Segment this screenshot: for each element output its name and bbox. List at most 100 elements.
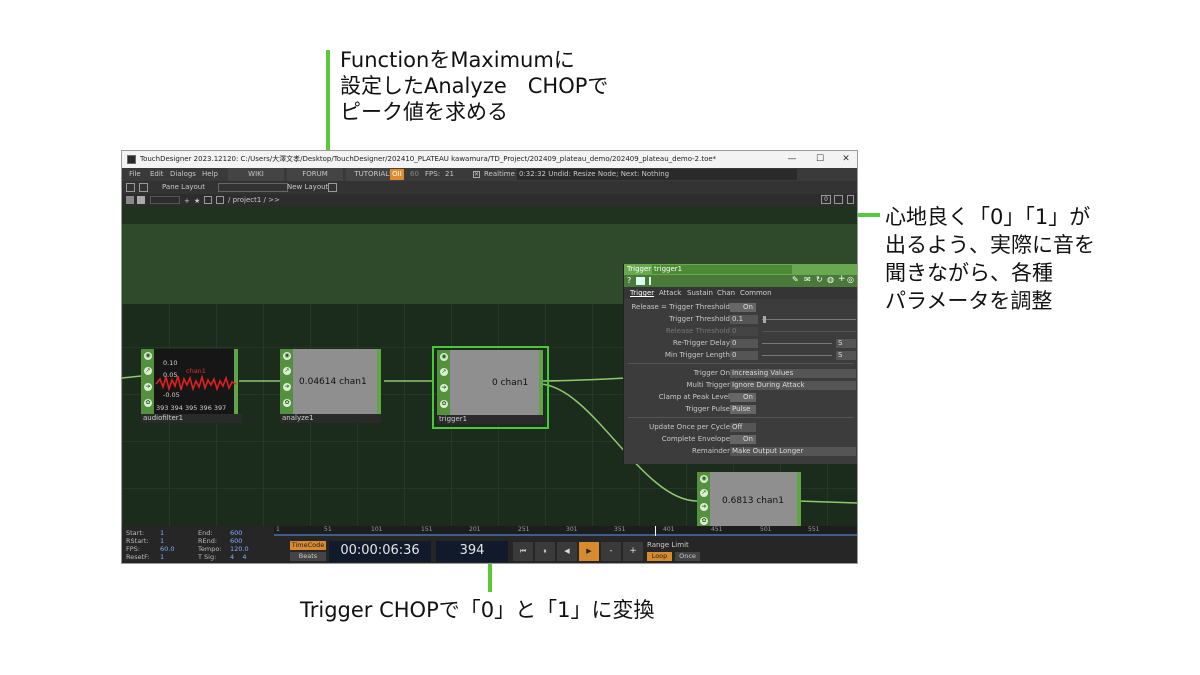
pulse-button[interactable]: Pulse: [730, 405, 756, 414]
stop-icon[interactable]: [137, 196, 145, 204]
node-analyze1[interactable]: ◉ ↗ ➔ ✿ 0.04614 chan1 analyze1: [280, 349, 381, 423]
refresh-icon[interactable]: ↻: [816, 275, 823, 284]
bypass-icon[interactable]: ↗: [283, 367, 291, 375]
toggle-off[interactable]: Off: [730, 423, 756, 432]
minimize-button[interactable]: —: [787, 154, 797, 164]
toggle-on[interactable]: On: [730, 303, 756, 312]
play-forward-icon[interactable]: ▶: [579, 542, 599, 561]
pencil-icon[interactable]: ✎: [792, 275, 799, 284]
value-field[interactable]: 0.1: [730, 315, 758, 324]
add-icon[interactable]: +: [838, 274, 846, 284]
slider-track[interactable]: [762, 331, 856, 332]
dropdown[interactable]: Increasing Values: [730, 369, 856, 378]
loop-toggle[interactable]: Loop: [647, 552, 672, 561]
display-icon[interactable]: ➔: [440, 384, 448, 392]
help-icon[interactable]: ?: [627, 276, 632, 285]
dropdown[interactable]: Make Output Longer: [730, 447, 856, 456]
anchor-icon[interactable]: [139, 183, 148, 192]
menu-help[interactable]: Help: [202, 170, 218, 178]
end-value[interactable]: 600: [230, 529, 243, 537]
viewer-icon[interactable]: ◉: [700, 475, 708, 483]
brush-icon[interactable]: [216, 196, 224, 204]
render-icon[interactable]: ✿: [700, 517, 708, 525]
star-icon[interactable]: ★: [194, 197, 201, 205]
tab-trigger[interactable]: Trigger: [630, 289, 655, 297]
node-audiofilter1[interactable]: ◉ ↗ ➔ ✿ 0.10 0.05 -0.05 chan1 393 394 39…: [141, 349, 242, 423]
toggle-on[interactable]: On: [730, 393, 756, 402]
bypass-icon[interactable]: ↗: [144, 367, 152, 375]
tempo-value[interactable]: 120.0: [230, 545, 249, 553]
rstart-value[interactable]: 1: [160, 537, 165, 545]
timeline-fps-value[interactable]: 60.0: [160, 545, 175, 553]
plus-icon[interactable]: +: [184, 197, 190, 205]
menu-forum[interactable]: FORUM: [287, 168, 343, 181]
playhead-marker[interactable]: [655, 526, 656, 536]
slider-track[interactable]: [762, 355, 832, 356]
render-icon[interactable]: ✿: [283, 399, 291, 407]
resetf-value[interactable]: 1: [160, 553, 165, 561]
download-icon[interactable]: [847, 195, 854, 204]
viewer-icon[interactable]: ◉: [283, 352, 291, 360]
rewind-icon[interactable]: ⏮: [513, 542, 533, 561]
play-backward-icon[interactable]: ◀: [557, 542, 577, 561]
slider-handle[interactable]: [763, 316, 766, 323]
pause-icon[interactable]: ⏸: [535, 542, 555, 561]
tab-chan[interactable]: Chan: [717, 289, 736, 297]
display-icon[interactable]: ➔: [283, 383, 291, 391]
node-trigger1[interactable]: ◉ ↗ ➔ ✿ 0 chan1 trigger1: [437, 350, 543, 424]
viewer-icon[interactable]: ◉: [144, 352, 152, 360]
zero-button[interactable]: 0: [821, 195, 831, 204]
value-field[interactable]: 0: [730, 339, 758, 348]
pane-layout-buttons[interactable]: [218, 183, 288, 192]
once-toggle[interactable]: Once: [675, 552, 700, 561]
search-icon[interactable]: [204, 196, 212, 204]
tsig-value[interactable]: 4 4: [230, 553, 247, 561]
display-icon[interactable]: ➔: [144, 383, 152, 391]
comment-icon[interactable]: ✉: [804, 275, 811, 284]
viewer-icon[interactable]: ◉: [440, 353, 448, 361]
menu-tutorials[interactable]: TUTORIALS: [346, 168, 402, 181]
menu-file[interactable]: File: [129, 170, 141, 178]
toggle-on[interactable]: On: [730, 435, 756, 444]
frame-display[interactable]: 394: [436, 541, 508, 562]
maximize-button[interactable]: ☐: [815, 154, 825, 164]
tab-attack[interactable]: Attack: [659, 289, 682, 297]
unit-dropdown[interactable]: S: [836, 351, 856, 360]
slider-track[interactable]: [762, 319, 856, 320]
tab-sustain[interactable]: Sustain: [687, 289, 713, 297]
display-icon[interactable]: ➔: [700, 503, 708, 511]
slider-track[interactable]: [762, 343, 832, 344]
bypass-icon[interactable]: ↗: [440, 368, 448, 376]
node-output[interactable]: ◉ ↗ ➔ ✿ 0.6813 chan1: [697, 472, 801, 528]
dropdown[interactable]: Ignore During Attack: [730, 381, 856, 390]
unit-dropdown[interactable]: S: [836, 339, 856, 348]
new-layout-icon[interactable]: [328, 183, 337, 192]
oii-badge[interactable]: OII: [390, 169, 404, 180]
python-icon[interactable]: [636, 277, 645, 285]
render-icon[interactable]: ✿: [144, 399, 152, 407]
value-field[interactable]: 0: [730, 351, 758, 360]
settings-icon[interactable]: ◎: [847, 275, 854, 284]
menu-dialogs[interactable]: Dialogs: [170, 170, 196, 178]
menu-wiki[interactable]: WIKI: [228, 168, 284, 181]
render-icon[interactable]: ✿: [440, 400, 448, 408]
menu-edit[interactable]: Edit: [150, 170, 164, 178]
bypass-icon[interactable]: ↗: [700, 489, 708, 497]
start-value[interactable]: 1: [160, 529, 165, 537]
value-field[interactable]: 0: [730, 327, 758, 336]
info-icon[interactable]: [649, 277, 651, 285]
globe-icon[interactable]: ◍: [827, 275, 834, 284]
beats-toggle[interactable]: Beats: [290, 552, 326, 561]
timecode-display[interactable]: 00:00:06:36: [329, 541, 431, 562]
realtime-checkbox[interactable]: ✕: [473, 171, 480, 178]
step-back-icon[interactable]: -: [601, 542, 621, 561]
new-layout-label[interactable]: New Layout: [287, 183, 329, 191]
close-button[interactable]: ✕: [842, 154, 850, 164]
nav-buttons[interactable]: [150, 196, 180, 204]
step-forward-icon[interactable]: +: [623, 542, 643, 561]
network-editor[interactable]: ◉ ↗ ➔ ✿ 0.10 0.05 -0.05 chan1 393 394 39…: [122, 206, 857, 528]
timeline-ruler[interactable]: 1 51 101 151 201 251 301 351 401 451 501…: [274, 526, 857, 536]
dropdown-icon[interactable]: [126, 196, 134, 204]
timecode-toggle[interactable]: TimeCode: [290, 541, 326, 550]
operator-name-field[interactable]: trigger1: [652, 265, 792, 274]
